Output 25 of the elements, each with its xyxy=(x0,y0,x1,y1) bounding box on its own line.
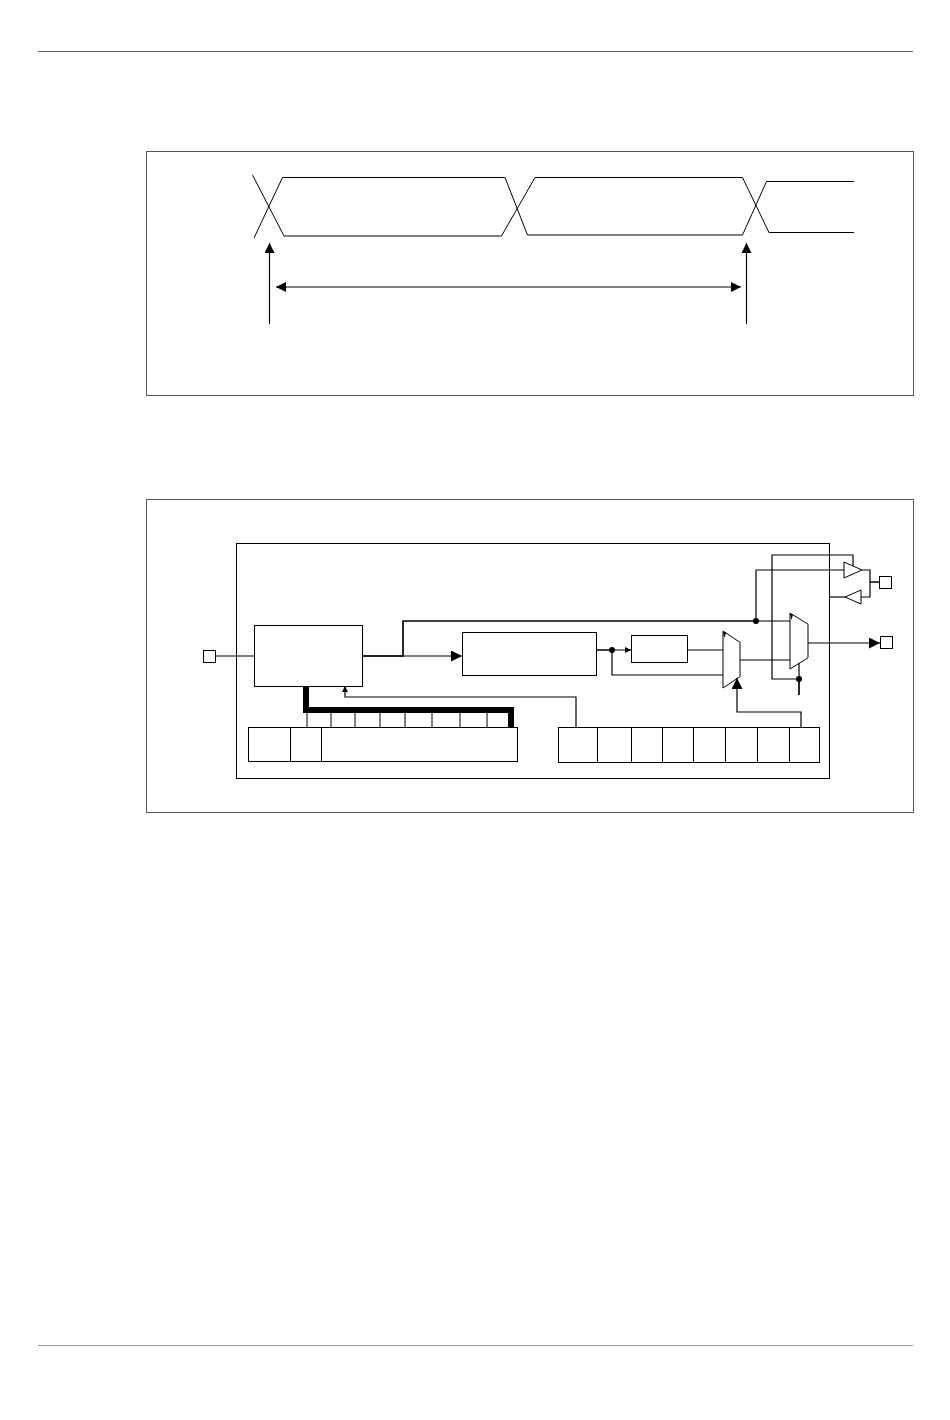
connector-line xyxy=(687,649,724,651)
pin-square xyxy=(879,576,892,589)
connector-line xyxy=(771,554,854,696)
connector-line xyxy=(362,569,845,657)
register-box xyxy=(247,726,518,762)
process-box xyxy=(253,624,363,687)
process-box xyxy=(630,634,688,663)
connector-line xyxy=(739,659,791,661)
arrow xyxy=(807,637,881,649)
buffer-triangle xyxy=(844,562,862,578)
bus-line xyxy=(303,686,514,727)
pin-square xyxy=(203,650,216,663)
process-box xyxy=(461,631,597,676)
multiplexer-symbol xyxy=(722,630,740,688)
register-box xyxy=(557,726,820,763)
connector-line xyxy=(215,655,255,657)
enclosure-box xyxy=(236,543,830,779)
connector-line xyxy=(860,581,880,598)
buffer-triangle xyxy=(845,590,861,604)
connector-line xyxy=(829,596,846,598)
connector-line xyxy=(596,649,724,676)
arrow xyxy=(731,677,802,728)
arrow xyxy=(342,685,577,728)
pin-square xyxy=(880,636,893,649)
multiplexer-symbol xyxy=(789,612,808,669)
